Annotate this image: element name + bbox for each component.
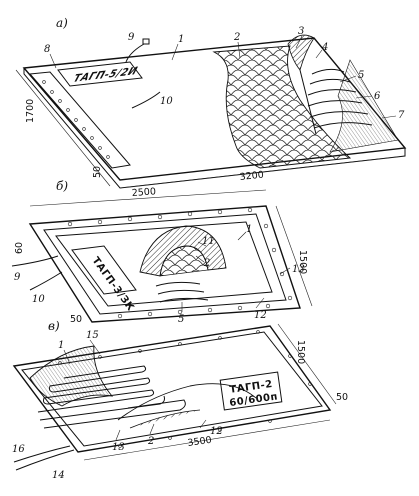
panel-b-dim-edge-top: 60 xyxy=(14,242,25,254)
panel-a-callout-9: 9 xyxy=(128,32,135,43)
panel-a-strip-holes xyxy=(42,80,110,159)
panel-a-peeled-corner xyxy=(287,34,315,71)
panel-v-lead-14 xyxy=(15,449,75,471)
panel-b-lead-10 xyxy=(29,271,63,291)
panel-b-callout-5: 5 xyxy=(178,314,184,325)
panel-a-callout-5: 5 xyxy=(358,70,364,81)
panel-b-flange-inner xyxy=(43,213,287,315)
panel-a-base-layer xyxy=(329,59,399,153)
panel-a-stamp-box xyxy=(57,61,143,87)
panel-a-callout-4: 4 xyxy=(321,42,328,53)
panel-a-leaders xyxy=(49,35,397,119)
panel-v: в) ТАГП-2 60/600п 3500 1500 50 xyxy=(12,319,348,481)
panel-a-dim-width-line xyxy=(119,155,406,189)
panel-a-lead-9 xyxy=(125,43,145,63)
panel-v-dim-edge: 50 xyxy=(336,392,348,403)
panel-a-insulation-layer xyxy=(212,45,352,169)
panel-v-callout-13: 13 xyxy=(112,442,125,453)
panel-b-inner-layer xyxy=(159,245,209,277)
panel-v-callout-16: 16 xyxy=(12,444,25,455)
panel-v-callout-1: 1 xyxy=(58,340,64,351)
panel-a-callout-8: 8 xyxy=(44,44,50,55)
panel-a-callout-2: 2 xyxy=(233,32,240,43)
section-label-v: в) xyxy=(48,319,60,333)
panel-b-callout-2: 2 xyxy=(203,258,210,269)
panel-b: б) ТАГП-3/ЗК xyxy=(11,179,313,325)
panel-b-leaders xyxy=(181,231,291,312)
panel-a-lead-10 xyxy=(131,91,161,109)
panel-v-callout-2: 2 xyxy=(147,436,154,447)
panel-a-dim-depth-line xyxy=(15,69,111,187)
panel-a-callout-6: 6 xyxy=(374,91,381,102)
panel-b-lead-9 xyxy=(11,255,59,267)
panel-v-lead-16 xyxy=(13,445,71,463)
panel-a-callout-1: 1 xyxy=(178,34,184,45)
panel-b-heating-coils xyxy=(155,281,209,303)
panel-v-fold-shade xyxy=(129,409,201,429)
panel-b-callout-12: 12 xyxy=(254,310,267,321)
panel-b-callout-9: 9 xyxy=(14,272,21,283)
panel-b-callout-10: 10 xyxy=(32,294,45,305)
panel-a-callout-10: 10 xyxy=(160,96,173,107)
panel-a-callout-3: 3 xyxy=(298,26,304,37)
panel-v-fold-curve xyxy=(117,383,257,421)
panel-b-dim-edge-bottom: 50 xyxy=(70,314,82,325)
section-label-a: а) xyxy=(56,16,68,30)
panel-a-dim-edge: 50 xyxy=(92,166,103,178)
panel-b-callout-1: 1 xyxy=(246,224,252,235)
panel-a-callout-7: 7 xyxy=(398,110,405,121)
panel-v-dim-width: 3500 xyxy=(187,435,212,449)
panel-a-edge-strip xyxy=(28,71,131,169)
panel-v-callout-15: 15 xyxy=(86,330,99,341)
panel-v-dim-depth-line xyxy=(277,323,337,405)
panel-v-inner-edge xyxy=(21,331,323,447)
panel-b-stamp-box xyxy=(71,245,137,295)
panel-b-dim-width: 2500 xyxy=(131,186,156,199)
panel-b-callout-11: 11 xyxy=(202,236,215,247)
panel-v-stamp-box xyxy=(219,371,283,411)
panel-v-dim-width-line xyxy=(83,419,331,461)
panel-a-lead-9-terminal xyxy=(142,38,150,45)
panel-v-callout-12: 12 xyxy=(210,426,223,437)
panel-b-flange-outer xyxy=(28,205,301,323)
panel-v-heating-serpentine xyxy=(37,365,186,429)
panel-v-outline xyxy=(12,325,332,453)
section-label-b: б) xyxy=(56,179,68,193)
panel-a-dim-depth: 1700 xyxy=(25,99,36,123)
panel-b-dim-depth-line xyxy=(275,205,313,307)
panel-b-callout-13: 13 xyxy=(292,264,305,275)
panel-v-dim-depth: 1500 xyxy=(295,340,306,364)
panel-a: а) ТАГП-5/2И xyxy=(15,16,407,189)
panel-b-dim-depth: 1500 xyxy=(297,250,308,274)
panel-v-callout-14: 14 xyxy=(52,470,65,481)
panel-b-dim-width-line xyxy=(29,189,267,207)
panel-v-leaders xyxy=(63,339,207,441)
panel-a-dim-width: 3200 xyxy=(239,170,264,183)
